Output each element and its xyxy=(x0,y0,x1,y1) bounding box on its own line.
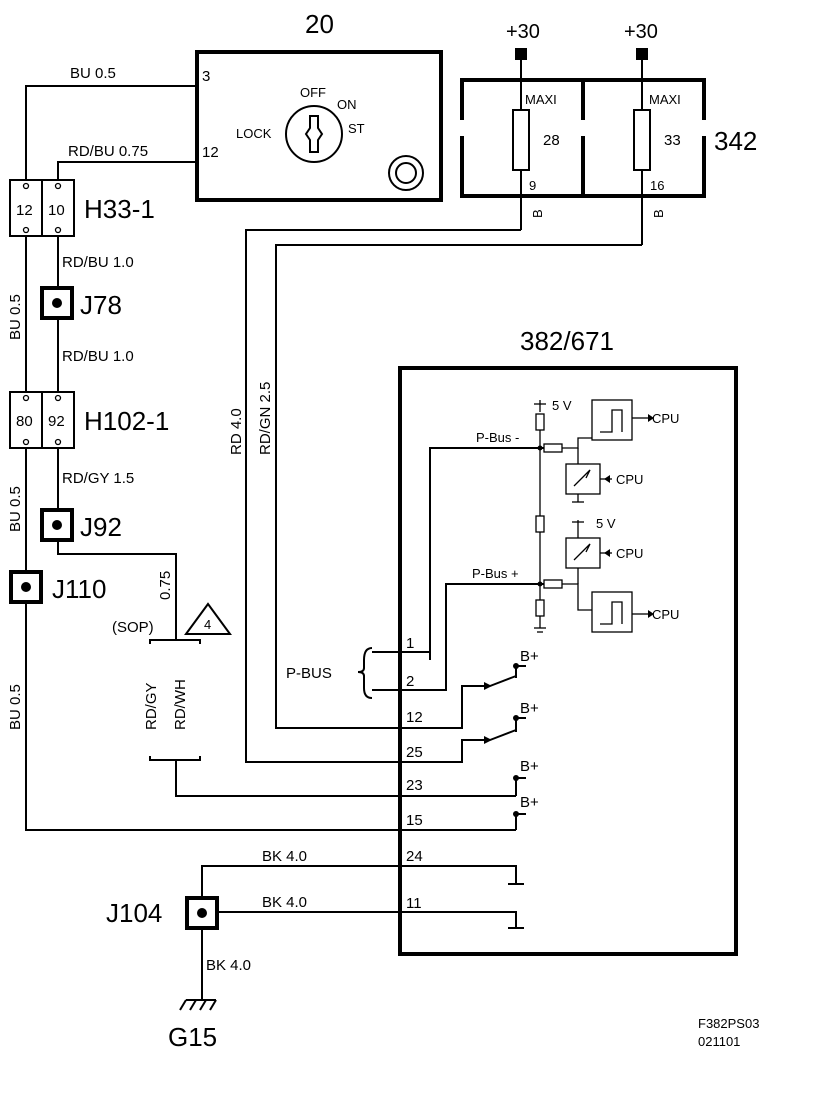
wire-rdbu-10-lower: RD/BU 1.0 xyxy=(62,348,134,365)
supply-terminal-left xyxy=(515,48,527,60)
module-pin-11: 11 xyxy=(406,895,422,912)
fuse-28-pin: 9 xyxy=(529,178,536,193)
key-cylinder-icon xyxy=(285,105,343,163)
connector-h102-pin-b-number: 92 xyxy=(48,413,65,430)
fuse-33-icon xyxy=(633,109,651,171)
splice-j104-label: J104 xyxy=(106,898,162,928)
splice-j78-label: J78 xyxy=(80,290,122,320)
note-triangle-icon xyxy=(184,602,232,635)
ground-symbol-icon xyxy=(179,999,217,1011)
module-pin-1: 1 xyxy=(406,635,414,652)
module-bplus-1: B+ xyxy=(520,648,539,665)
module-pin-12: 12 xyxy=(406,709,423,726)
connector-h33-pin-b-number: 10 xyxy=(48,202,65,219)
module-pin-15: 15 xyxy=(406,812,423,829)
connector-h102-id: H102-1 xyxy=(84,406,169,436)
fuse-33-pin: 16 xyxy=(650,178,664,193)
connector-h33-pin-a-number: 12 xyxy=(16,202,33,219)
comparator-icon-2 xyxy=(591,591,633,633)
module-cpu-2: CPU xyxy=(616,472,643,487)
fuse-box-id: 342 xyxy=(714,126,757,156)
wire-rdgy-branch: RD/GY xyxy=(143,682,160,730)
module-id: 382/671 xyxy=(520,326,614,356)
wire-bk-40-c: BK 4.0 xyxy=(206,957,251,974)
sop-label: (SOP) xyxy=(112,619,154,636)
wire-bu-05-low: BU 0.5 xyxy=(7,684,24,730)
bplus-switch-3 xyxy=(513,775,526,796)
module-box xyxy=(398,366,738,956)
wire-bu-05-left: BU 0.5 xyxy=(7,294,24,340)
connector-h102-pin-a-number: 80 xyxy=(16,413,33,430)
fuse-28-number: 28 xyxy=(543,132,560,149)
module-bplus-4: B+ xyxy=(520,794,539,811)
module-supply-top: 5 V xyxy=(552,398,572,413)
wire-rdbu-10-upper: RD/BU 1.0 xyxy=(62,254,134,271)
splice-j110-label: J110 xyxy=(52,574,106,604)
module-pin-23: 23 xyxy=(406,777,423,794)
module-pin-25: 25 xyxy=(406,744,423,761)
wire-bk-40-b: BK 4.0 xyxy=(262,894,307,911)
fuse-28-type: MAXI xyxy=(525,92,557,107)
ground-label: G15 xyxy=(168,1022,217,1052)
wire-bu-05-top: BU 0.5 xyxy=(70,65,116,82)
bplus-switch-4 xyxy=(513,811,526,830)
pbus-external-label: P-BUS xyxy=(286,665,332,682)
drawing-code: F382PS03 xyxy=(698,1016,759,1031)
ignition-switch-id: 20 xyxy=(305,9,334,39)
pbus-plus-label: P-Bus + xyxy=(472,566,519,581)
module-supply-mid: 5 V xyxy=(596,516,616,531)
fuse-33-type: MAXI xyxy=(649,92,681,107)
splice-j92-label: J92 xyxy=(80,512,122,542)
lamp-socket-icon xyxy=(388,155,424,191)
ignition-pin-3: 3 xyxy=(202,68,210,85)
module-cpu-4: CPU xyxy=(652,607,679,622)
module-bplus-3: B+ xyxy=(520,758,539,775)
wire-rdgy-15: RD/GY 1.5 xyxy=(62,470,134,487)
wire-rdgn-25: RD/GN 2.5 xyxy=(257,382,274,455)
fuse-33-number: 33 xyxy=(664,132,681,149)
supply-terminal-right xyxy=(636,48,648,60)
wire-bk-40-a: BK 4.0 xyxy=(262,848,307,865)
fuse-supply-left: +30 xyxy=(506,21,540,43)
note-reference: 4 xyxy=(204,617,211,632)
fuse-28-wire-color: B xyxy=(530,209,545,218)
ignition-off-label: OFF xyxy=(300,85,326,100)
bplus-switch-1 xyxy=(484,663,526,690)
ignition-switch-box xyxy=(195,50,443,202)
transistor-icon-2 xyxy=(565,537,601,569)
wire-bu-05-mid: BU 0.5 xyxy=(7,486,24,532)
module-pin-2: 2 xyxy=(406,673,414,690)
module-cpu-3: CPU xyxy=(616,546,643,561)
ignition-pin-12: 12 xyxy=(202,144,219,161)
wire-rdwh-branch: RD/WH xyxy=(172,679,189,730)
comparator-icon-1 xyxy=(591,399,633,441)
wire-gauge-075: 0.75 xyxy=(157,571,174,600)
pbus-minus-label: P-Bus - xyxy=(476,430,519,445)
wire-rdbu-075: RD/BU 0.75 xyxy=(68,143,148,160)
drawing-date: 021101 xyxy=(698,1034,740,1049)
fuse-box-frame xyxy=(460,78,706,198)
module-pin-24: 24 xyxy=(406,848,423,865)
connector-h33-id: H33-1 xyxy=(84,194,155,224)
fuse-28-icon xyxy=(512,109,530,171)
fuse-33-wire-color: B xyxy=(651,209,666,218)
module-cpu-1: CPU xyxy=(652,411,679,426)
transistor-icon-1 xyxy=(565,463,601,495)
fuse-supply-right: +30 xyxy=(624,21,658,43)
ignition-st-label: ST xyxy=(348,121,365,136)
wire-rd-40: RD 4.0 xyxy=(228,408,245,455)
ignition-on-label: ON xyxy=(337,97,357,112)
bplus-switch-2 xyxy=(484,715,526,744)
module-bplus-2: B+ xyxy=(520,700,539,717)
ignition-lock-label: LOCK xyxy=(236,126,272,141)
